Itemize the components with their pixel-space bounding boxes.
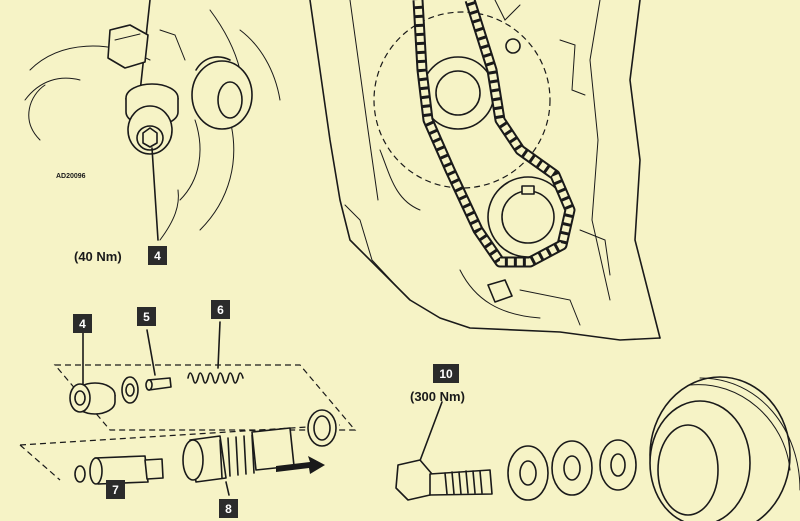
figure-code: AD20096: [56, 173, 86, 180]
tensioner-exploded-parts: [19, 321, 357, 496]
callout-8: 8: [219, 499, 238, 518]
callout-4-top-label: 4: [154, 249, 161, 263]
callout-4: 4: [73, 314, 92, 333]
timing-case: [309, 0, 661, 341]
tensioner-plug-inset: AD20096: [24, 0, 281, 241]
callout-4-top: 4: [148, 246, 167, 265]
callout-6-label: 6: [217, 303, 224, 317]
callout-4-label: 4: [79, 317, 86, 331]
torque-crank-bolt: (300 Nm): [410, 389, 465, 404]
callout-10: 10: [433, 364, 459, 383]
callout-5-label: 5: [143, 310, 150, 324]
callout-7-label: 7: [112, 483, 119, 497]
callout-6: 6: [211, 300, 230, 319]
callout-8-label: 8: [225, 502, 232, 516]
callout-10-label: 10: [439, 367, 453, 381]
crankshaft-pulley-parts: [395, 376, 800, 521]
callout-7: 7: [106, 480, 125, 499]
callout-5: 5: [137, 307, 156, 326]
torque-tensioner-plug: (40 Nm): [74, 249, 122, 264]
